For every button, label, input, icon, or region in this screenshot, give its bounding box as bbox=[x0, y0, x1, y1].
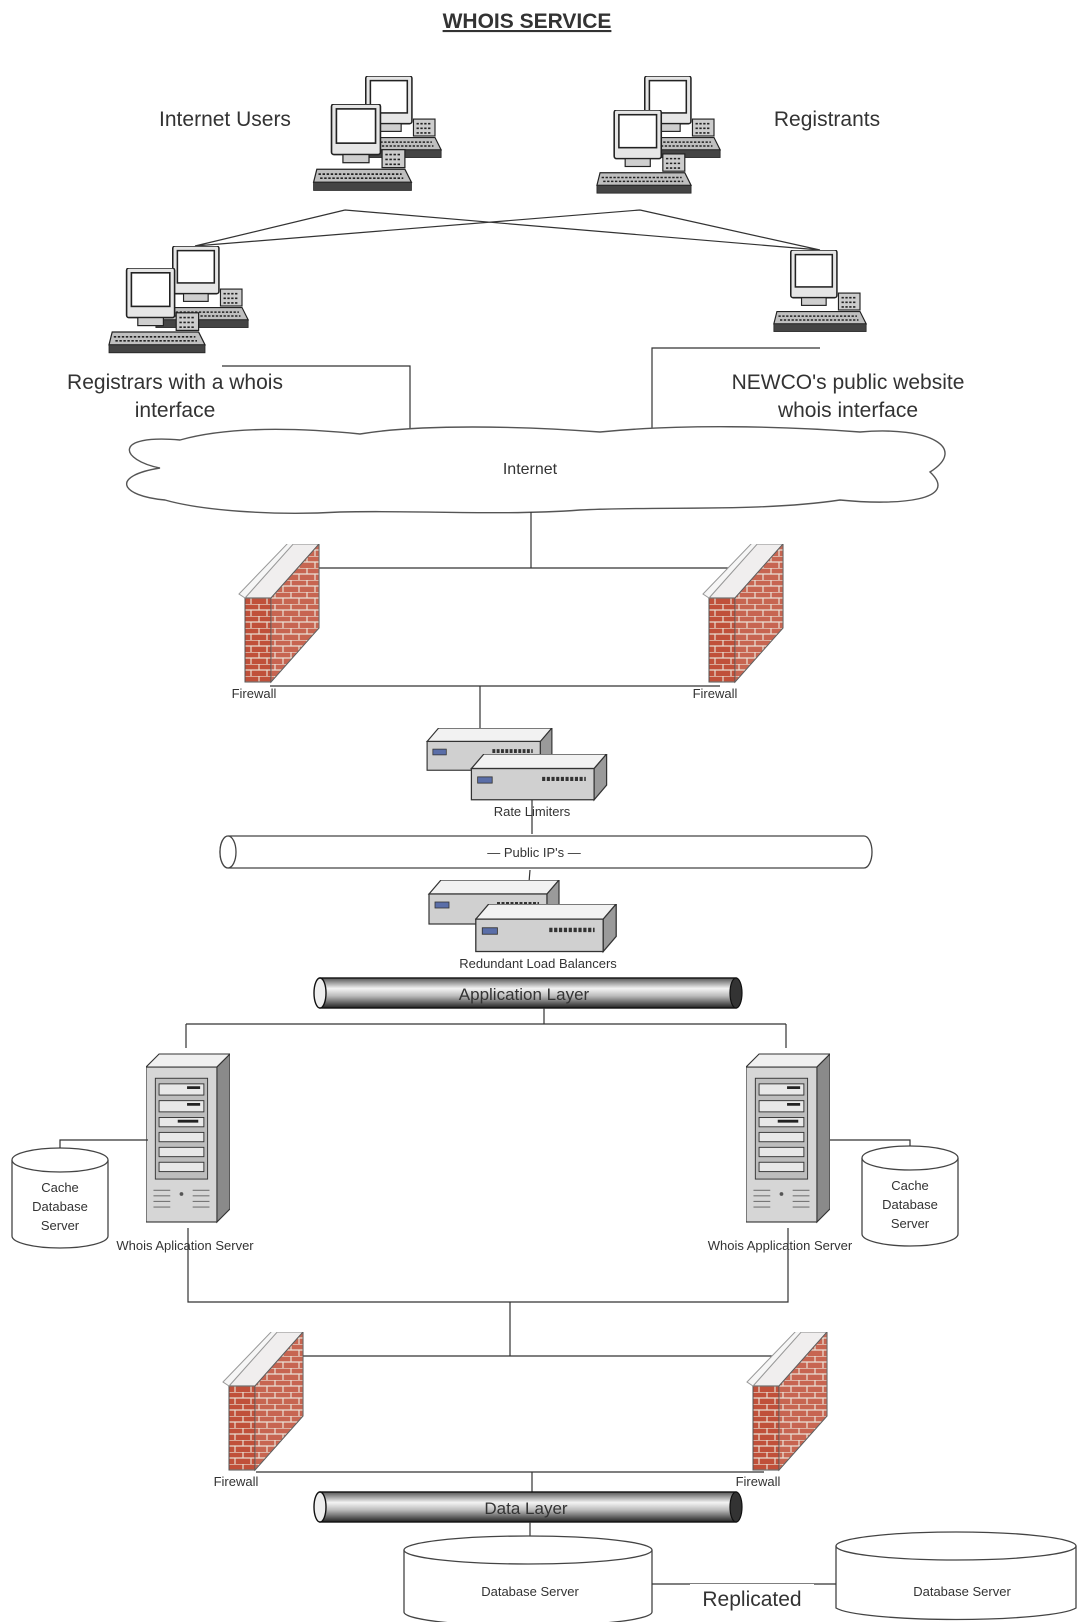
network-switch-icon bbox=[471, 754, 606, 800]
diagram-title: WHOIS SERVICE bbox=[443, 10, 612, 33]
database-server-replica bbox=[835, 1531, 1077, 1621]
firewall-icon bbox=[238, 544, 320, 683]
website-label-line1: NEWCO's public website bbox=[732, 371, 965, 394]
firewall-icon bbox=[746, 1332, 828, 1471]
tower-server-icon bbox=[746, 1052, 830, 1224]
cache-left-line2: Database bbox=[32, 1199, 88, 1214]
load-balancers-label: Redundant Load Balancers bbox=[459, 956, 617, 971]
registrars-label-line1: Registrars with a whois bbox=[67, 371, 283, 394]
database-server-primary bbox=[403, 1535, 653, 1622]
website-label-line2: whois interface bbox=[777, 399, 918, 422]
cache-left-line1: Cache bbox=[41, 1180, 79, 1195]
application-layer-label: Application Layer bbox=[459, 985, 590, 1004]
public-ips-label: — Public IP's — bbox=[487, 845, 581, 860]
cache-right-line1: Cache bbox=[891, 1178, 929, 1193]
data-layer-label: Data Layer bbox=[484, 1499, 567, 1518]
client-link bbox=[194, 209, 821, 251]
app-layer-branch-link bbox=[185, 1008, 787, 1048]
firewalls-to-rate-limiters-link bbox=[270, 685, 720, 732]
firewalls-to-data-layer-link bbox=[256, 1471, 764, 1494]
newco-website-computer bbox=[772, 250, 868, 333]
db-server-primary-label: Database Server bbox=[481, 1584, 579, 1599]
internet-users-computers bbox=[312, 76, 443, 192]
app-server-left-label: Whois Aplication Server bbox=[116, 1238, 254, 1253]
firewall-label-upper-left: Firewall bbox=[232, 686, 277, 701]
public-ip-segment bbox=[219, 835, 873, 869]
internet-to-firewalls-link bbox=[290, 512, 772, 569]
cache-right-line3: Server bbox=[891, 1216, 930, 1231]
firewall-label-lower-right: Firewall bbox=[736, 1474, 781, 1489]
cache-left-link bbox=[59, 1139, 148, 1148]
firewall-label-upper-right: Firewall bbox=[693, 686, 738, 701]
replicated-label-bg bbox=[690, 1584, 814, 1612]
firewall-label-lower-left: Firewall bbox=[214, 1474, 259, 1489]
app-to-firewalls-link bbox=[187, 1228, 790, 1357]
data-layer-bus bbox=[313, 1491, 743, 1523]
app-server-right-label: Whois Application Server bbox=[708, 1238, 853, 1253]
cloud-icon bbox=[125, 426, 946, 514]
replicated-label: Replicated bbox=[702, 1588, 801, 1611]
internet-label: Internet bbox=[503, 461, 558, 478]
cache-database-right bbox=[861, 1145, 959, 1247]
registrars-label-line2: interface bbox=[135, 399, 216, 422]
cache-right-line2: Database bbox=[882, 1197, 938, 1212]
tower-server-icon bbox=[146, 1052, 230, 1224]
cache-right-link bbox=[830, 1139, 911, 1146]
internet-users-label: Internet Users bbox=[159, 108, 291, 131]
db-server-replica-label: Database Server bbox=[913, 1584, 1011, 1599]
cache-database-left bbox=[11, 1147, 109, 1249]
registrars-computers bbox=[107, 246, 250, 354]
registrants-label: Registrants bbox=[774, 108, 880, 131]
firewall-icon bbox=[222, 1332, 304, 1471]
website-to-internet-link bbox=[651, 347, 820, 430]
network-switch-icon bbox=[476, 904, 616, 952]
firewall-icon bbox=[702, 544, 784, 683]
registrars-to-internet-link bbox=[222, 365, 411, 432]
registrants-computers bbox=[595, 76, 722, 195]
cache-left-line3: Server bbox=[41, 1218, 80, 1233]
desktop-computer-icon bbox=[772, 250, 868, 333]
application-layer-bus bbox=[313, 977, 743, 1009]
